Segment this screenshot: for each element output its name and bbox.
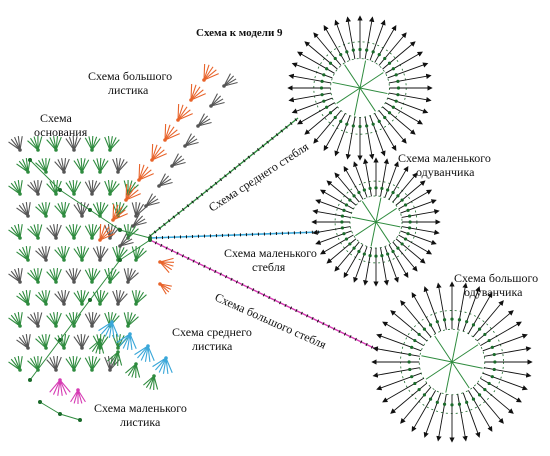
small-dandelion-pattern bbox=[311, 157, 441, 287]
big-stem bbox=[149, 238, 379, 352]
big-dandelion-label-1: Схема большого bbox=[454, 271, 538, 285]
diagram-title: Схема к модели 9 bbox=[196, 27, 283, 39]
base-leaf-pattern bbox=[8, 135, 152, 382]
small-leaf-label-1: Схема маленького bbox=[94, 401, 187, 415]
middle-leaf-label-2: листика bbox=[192, 339, 233, 353]
small-stem-label-2: стебля bbox=[252, 260, 286, 274]
big-dandelion-label-2: одуванчика bbox=[464, 285, 523, 299]
small-dandelion-label-1: Схема маленького bbox=[398, 151, 491, 165]
big-dandelion-pattern bbox=[371, 281, 533, 443]
middle-leaf-label-1: Схема среднего bbox=[172, 325, 252, 339]
big-leaf-pattern bbox=[98, 63, 238, 295]
base-label-2: основания bbox=[34, 125, 88, 139]
small-leaf-label-2: листика bbox=[120, 415, 161, 429]
small-stem bbox=[149, 230, 321, 240]
middle-stem bbox=[149, 116, 299, 238]
big-leaf-label-2: листика bbox=[108, 83, 149, 97]
top-dandelion-pattern bbox=[287, 15, 433, 161]
small-stem-label-1: Схема маленького bbox=[224, 246, 317, 260]
small-dandelion-label-2: одуванчика bbox=[416, 165, 475, 179]
middle-leaf-pattern bbox=[89, 320, 173, 391]
big-leaf-label-1: Схема большого bbox=[88, 69, 172, 83]
small-leaf-pattern bbox=[38, 378, 86, 422]
base-label-1: Схема bbox=[40, 111, 73, 125]
